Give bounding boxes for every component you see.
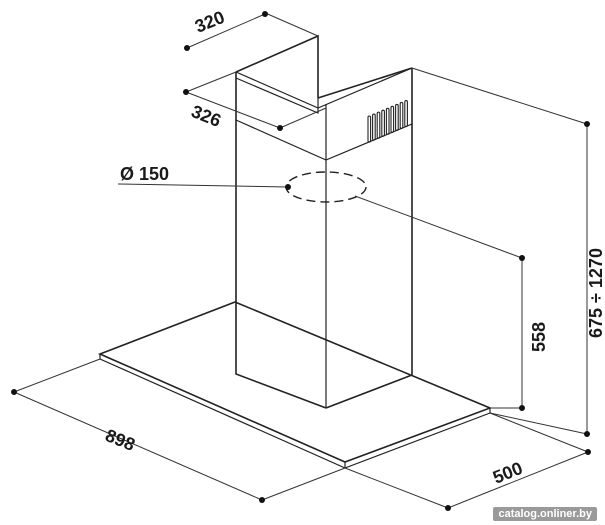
dim-outlet-diameter: Ø 150 [117,164,291,190]
chimney-inner-lip [235,77,319,114]
vent-slot [376,111,381,139]
vent-slot [381,109,385,137]
dim-total-height: 675 ÷ 1270 [411,67,605,437]
vent-slot [385,107,390,135]
chimney-back-top [235,34,319,98]
vent-slot [395,103,399,131]
dim-hood-width: 898 [11,358,346,503]
vent-slot [367,115,372,143]
chimney-top-inner [235,67,413,109]
vent-slot [404,99,408,128]
dim-hood-depth: 500 [344,412,591,511]
chimney [235,34,413,409]
canopy-top-face [97,301,493,463]
label-chimney-depth: 326 [189,101,224,131]
vent-grille [367,99,408,143]
vent-slot [372,113,376,141]
chimney-right-face [325,68,413,409]
watermark-label: catalog.onliner.by [493,507,597,521]
chimney-panel-seam [235,119,413,161]
label-chimney-height: 558 [529,322,549,352]
vent-slot [399,101,404,130]
label-hood-width: 898 [103,425,138,455]
chimney-top-rim [317,67,413,99]
label-hood-depth: 500 [490,458,525,488]
label-outlet-diameter: Ø 150 [120,164,169,184]
dim-chimney-height: 558 [354,195,549,411]
hood-canopy [97,301,493,469]
canopy-front-edge [99,354,491,469]
vent-slot [390,105,395,133]
chimney-left-face [235,72,327,409]
label-total-height: 675 ÷ 1270 [586,248,605,338]
